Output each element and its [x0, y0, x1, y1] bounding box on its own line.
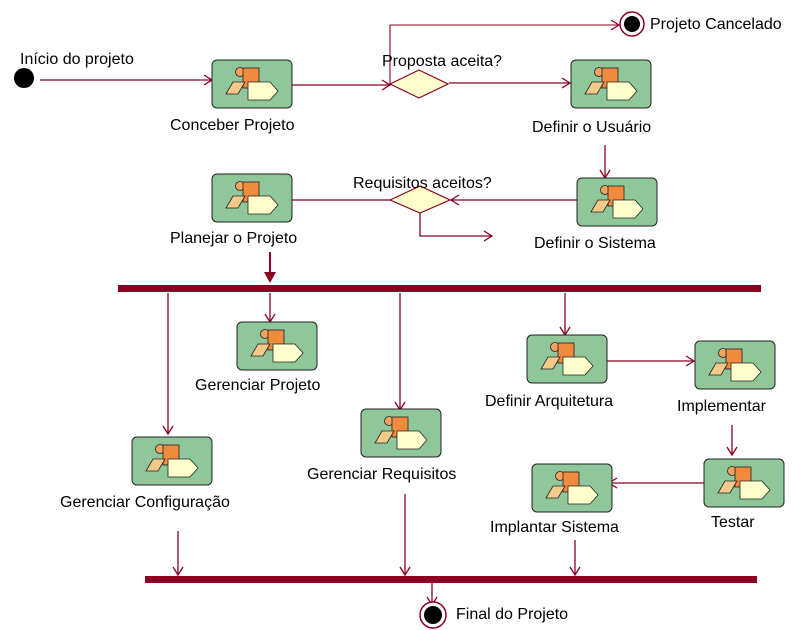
initial-label: Início do projeto: [20, 51, 134, 68]
activity-icon: [576, 177, 658, 227]
decision-requisitos: [388, 185, 452, 214]
cancel-final-node: [619, 11, 645, 37]
cancel-label: Projeto Cancelado: [650, 16, 782, 33]
final-label: Final do Projeto: [456, 606, 568, 623]
join-bar: [145, 576, 757, 583]
activity-planejar-label: Planejar o Projeto: [170, 230, 297, 247]
activity-conceber-label: Conceber Projeto: [170, 117, 295, 134]
final-node: [419, 601, 447, 629]
activity-icon: [703, 458, 785, 508]
activity-definir-arquitetura-label: Definir Arquitetura: [485, 393, 613, 410]
activity-icon: [360, 408, 442, 458]
decision-proposta: [388, 69, 450, 99]
fork-bar: [118, 285, 761, 292]
activity-icon: [211, 59, 293, 109]
activity-gerenciar-configuracao-label: Gerenciar Configuração: [60, 494, 230, 511]
activity-gerenciar-projeto-label: Gerenciar Projeto: [195, 377, 320, 394]
decision-proposta-label: Proposta aceita?: [382, 53, 502, 70]
activity-icon: [211, 173, 293, 223]
activity-icon: [131, 436, 213, 486]
activity-icon: [570, 59, 652, 109]
activity-icon: [236, 321, 318, 371]
activity-definir-sistema-label: Definir o Sistema: [534, 235, 656, 252]
activity-icon: [531, 463, 613, 513]
activity-implementar-label: Implementar: [677, 398, 767, 415]
decision-requisitos-label: Requisitos aceitos?: [353, 175, 492, 192]
activity-icon: [526, 334, 608, 384]
initial-node: [14, 68, 34, 88]
activity-testar-label: Testar: [711, 514, 755, 531]
activity-definir-usuario-label: Definir o Usuário: [532, 119, 651, 136]
activity-gerenciar-requisitos-label: Gerenciar Requisitos: [307, 466, 456, 483]
activity-icon: [694, 340, 776, 390]
activity-implantar-label: Implantar Sistema: [490, 519, 619, 536]
